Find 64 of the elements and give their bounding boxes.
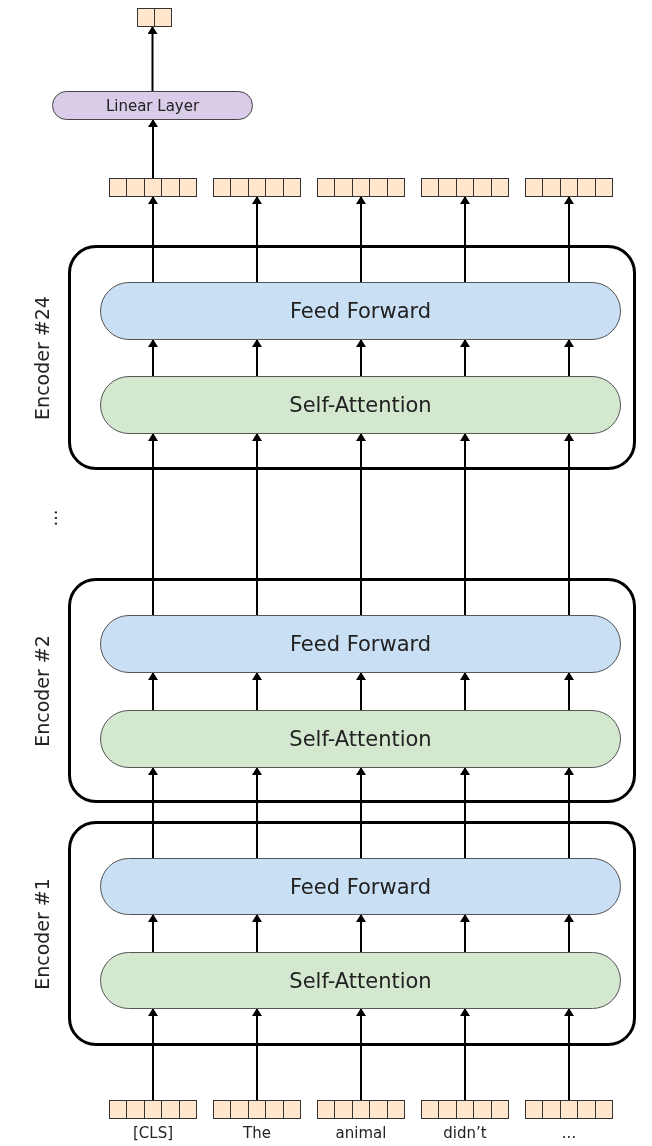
embedding-vector (421, 1100, 509, 1119)
token-label: ... (561, 1124, 577, 1142)
arrow (252, 339, 262, 377)
arrow (564, 339, 574, 377)
arrow (460, 196, 470, 283)
embedding-vector (317, 178, 405, 197)
self-attention-box: Self-Attention (100, 376, 621, 434)
token-label: animal (335, 1124, 387, 1142)
self-attention-box: Self-Attention (100, 952, 621, 1009)
arrow (460, 914, 470, 953)
arrow (147, 26, 158, 92)
arrow (252, 767, 262, 859)
embedding-vector (109, 178, 197, 197)
arrow (252, 914, 262, 953)
feed-forward-box: Feed Forward (100, 858, 621, 915)
arrow (356, 339, 366, 377)
arrow (148, 196, 158, 283)
embedding-vector (317, 1100, 405, 1119)
arrow (148, 1008, 158, 1101)
arrow (564, 1008, 574, 1101)
arrow (564, 914, 574, 953)
feed-forward-box: Feed Forward (100, 282, 621, 340)
arrow (252, 433, 262, 616)
arrow (460, 1008, 470, 1101)
arrow (356, 1008, 366, 1101)
encoder-label: Encoder #2 (31, 634, 53, 747)
arrow (356, 767, 366, 859)
arrow (460, 339, 470, 377)
arrow (148, 672, 158, 711)
embedding-vector (213, 1100, 301, 1119)
arrow (356, 914, 366, 953)
token-label: The (243, 1124, 271, 1142)
arrow (148, 119, 158, 179)
token-label: didn’t (443, 1124, 487, 1142)
arrow (356, 672, 366, 711)
arrow (564, 767, 574, 859)
embedding-vector (109, 1100, 197, 1119)
arrow (252, 196, 262, 283)
arrow (460, 672, 470, 711)
arrow (460, 433, 470, 616)
embedding-vector (525, 1100, 613, 1119)
linear-layer-box: Linear Layer (52, 91, 253, 120)
arrow (356, 433, 366, 616)
arrow (356, 196, 366, 283)
embedding-vector (421, 178, 509, 197)
token-label: [CLS] (132, 1124, 174, 1142)
self-attention-box: Self-Attention (100, 710, 621, 768)
arrow (564, 672, 574, 711)
arrow (252, 672, 262, 711)
arrow (460, 767, 470, 859)
ellipsis: ... (39, 509, 61, 527)
embedding-vector (525, 178, 613, 197)
arrow (148, 914, 158, 953)
arrow (252, 1008, 262, 1101)
encoder-label: Encoder #24 (31, 295, 53, 420)
arrow (564, 433, 574, 616)
embedding-vector (137, 8, 172, 27)
embedding-vector (213, 178, 301, 197)
arrow (148, 767, 158, 859)
arrow (148, 433, 158, 616)
arrow (148, 339, 158, 377)
feed-forward-box: Feed Forward (100, 615, 621, 673)
arrow (564, 196, 574, 283)
encoder-label: Encoder #1 (31, 877, 53, 990)
